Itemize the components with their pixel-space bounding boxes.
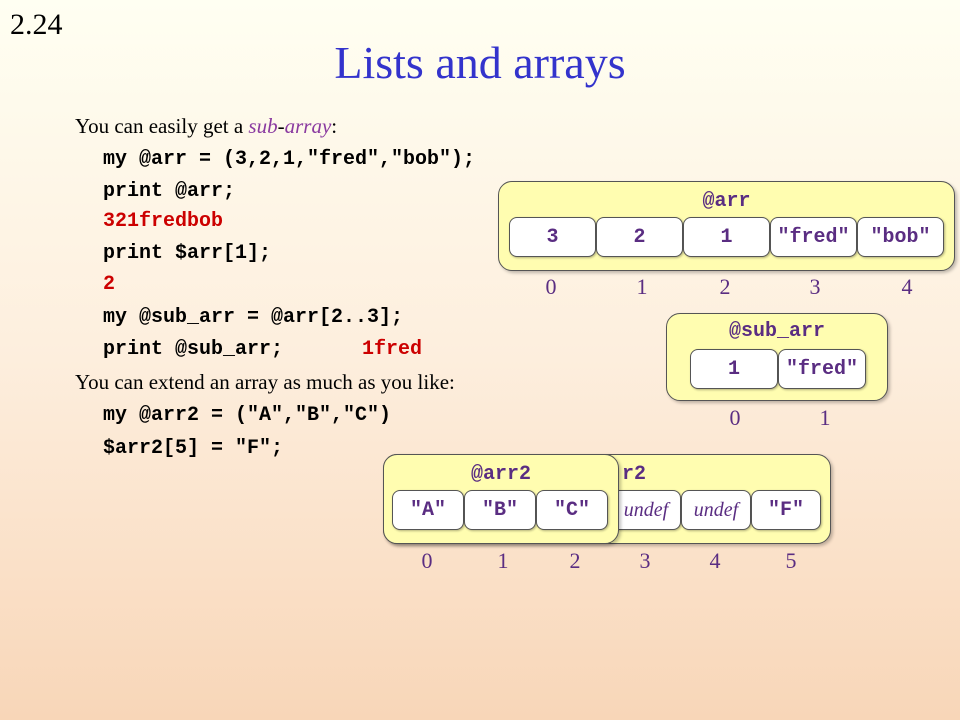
arr2-index-3: 3 bbox=[639, 548, 651, 573]
intro-dash: - bbox=[277, 114, 285, 138]
arr-index-1: 1 bbox=[636, 274, 648, 299]
arr2-cell-3: undef bbox=[611, 490, 681, 530]
intro-line-2: You can extend an array as much as you l… bbox=[75, 370, 455, 394]
code-line-4: my @sub_arr = @arr[2..3]; bbox=[103, 306, 404, 329]
arr2-extended-label: r2 bbox=[621, 463, 646, 486]
intro-text-before: You can easily get a bbox=[75, 114, 249, 138]
slide-title: Lists and arrays bbox=[334, 37, 626, 88]
code-line-1: my @arr = (3,2,1,"fred","bob"); bbox=[103, 148, 476, 171]
arr-label: @arr bbox=[702, 190, 751, 213]
slide-number: 2.24 bbox=[10, 8, 63, 41]
code-line-5: print @sub_arr; bbox=[103, 338, 284, 361]
code-line-2: print @arr; bbox=[103, 180, 236, 203]
sub-arr-cell-1: "fred" bbox=[778, 349, 866, 389]
output-line-2: 2 bbox=[103, 273, 116, 296]
arr-index-0: 0 bbox=[545, 274, 557, 299]
arr-cell-1: 2 bbox=[596, 217, 683, 257]
sub-arr-cell-0: 1 bbox=[690, 349, 778, 389]
arr2-index-5: 5 bbox=[785, 548, 797, 573]
arr2-diagram: @arr2 "A" "B" "C" bbox=[383, 454, 619, 544]
intro-sub: sub bbox=[248, 114, 278, 138]
arr2-index-0: 0 bbox=[421, 548, 433, 573]
intro-line-1: You can easily get a sub-array: bbox=[75, 114, 337, 139]
code-line-7: $arr2[5] = "F"; bbox=[103, 437, 284, 460]
output-line-3: 1fred bbox=[362, 338, 423, 361]
arr2-cell-2: "C" bbox=[536, 490, 608, 530]
code-line-6: my @arr2 = ("A","B","C") bbox=[103, 404, 392, 427]
arr-index-2: 2 bbox=[719, 274, 731, 299]
intro-colon: : bbox=[331, 114, 338, 138]
arr-cell-0: 3 bbox=[509, 217, 596, 257]
arr2-cell-5: "F" bbox=[751, 490, 821, 530]
arr2-cell-1: "B" bbox=[464, 490, 536, 530]
arr2-cell-0: "A" bbox=[392, 490, 464, 530]
sub-arr-label: @sub_arr bbox=[728, 320, 825, 343]
sub-arr-index-1: 1 bbox=[819, 405, 831, 430]
arr-diagram: @arr 3 2 1 "fred" "bob" bbox=[498, 181, 955, 271]
arr-cell-3: "fred" bbox=[770, 217, 857, 257]
arr2-index-2: 2 bbox=[569, 548, 581, 573]
arr-index-3: 3 bbox=[809, 274, 821, 299]
arr-cell-4: "bob" bbox=[857, 217, 944, 257]
code-line-3: print $arr[1]; bbox=[103, 242, 272, 265]
arr2-index-4: 4 bbox=[709, 548, 721, 573]
intro-array: array bbox=[284, 114, 332, 138]
arr-cell-2: 1 bbox=[683, 217, 770, 257]
sub-arr-diagram: @sub_arr 1 "fred" bbox=[666, 313, 888, 401]
output-line-1: 321fredbob bbox=[103, 210, 224, 233]
arr2-label: @arr2 bbox=[470, 463, 531, 486]
arr2-cell-4: undef bbox=[681, 490, 751, 530]
arr2-index-1: 1 bbox=[497, 548, 509, 573]
arr-index-4: 4 bbox=[901, 274, 913, 299]
sub-arr-index-0: 0 bbox=[729, 405, 741, 430]
